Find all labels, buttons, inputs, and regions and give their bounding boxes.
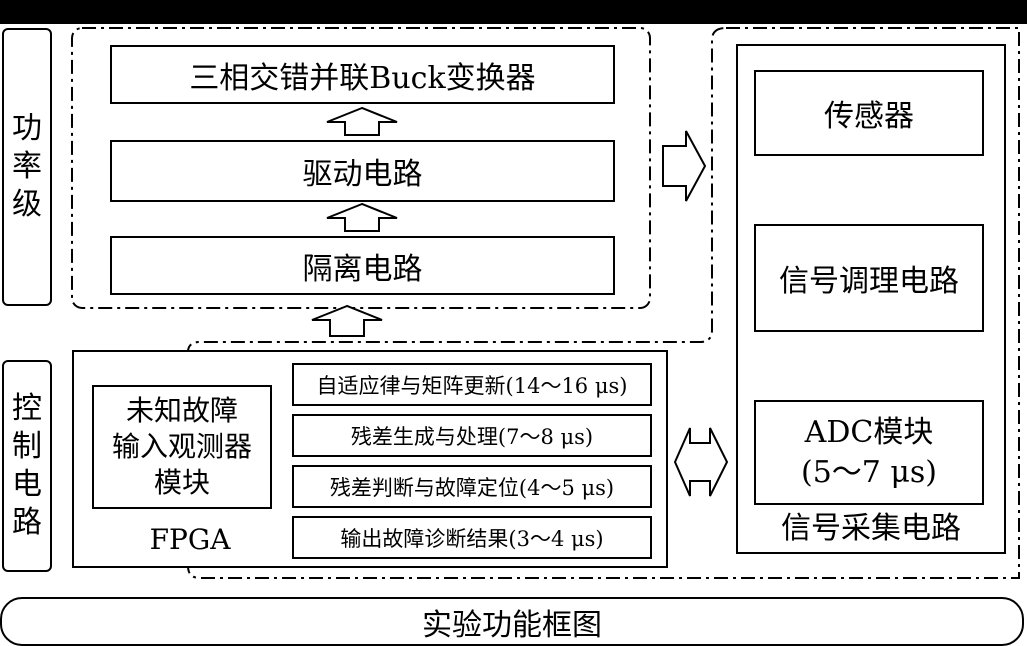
power-stage-side-label: 功 率 级 <box>2 28 52 306</box>
driver-block: 驱动电路 <box>110 140 615 202</box>
control-label-char: 控 <box>12 391 42 426</box>
power-stage-label-char: 级 <box>12 187 42 222</box>
caption-box: 实验功能框图 <box>0 597 1024 646</box>
step-residual-generation: 残差生成与处理(7～8 μs) <box>292 414 652 457</box>
isolation-label: 隔离电路 <box>302 251 423 287</box>
isolation-block: 隔离电路 <box>110 236 615 295</box>
step-residual-judgement: 残差判断与故障定位(4～5 μs) <box>292 465 652 508</box>
top-black-bar <box>0 0 1027 24</box>
step-adaptive-update: 自适应律与矩阵更新(14～16 μs) <box>292 363 652 406</box>
driver-label: 驱动电路 <box>302 157 423 192</box>
caption: 实验功能框图 <box>422 607 602 643</box>
control-label-char: 电 <box>12 467 42 502</box>
arrow-up-driver-to-converter <box>326 106 398 136</box>
adc-label: ADC模块 <box>804 414 934 450</box>
step-label: 残差生成与处理(7～8 μs) <box>350 424 594 449</box>
sensor-label: 传感器 <box>824 99 914 134</box>
sensor-block: 传感器 <box>754 70 984 156</box>
control-label-char: 路 <box>12 505 42 540</box>
step-label: 输出故障诊断结果(3～4 μs) <box>340 526 604 551</box>
power-stage-group-border <box>71 27 651 309</box>
adc-timing: (5～7 μs) <box>800 454 937 490</box>
observer-module-line: 模块 <box>153 466 210 499</box>
step-output-result: 输出故障诊断结果(3～4 μs) <box>292 516 652 559</box>
observer-module-line: 输入观测器 <box>111 430 252 463</box>
converter-label: 三相交错并联Buck变换器 <box>189 60 536 96</box>
double-arrow-control-signal <box>673 427 729 497</box>
step-label: 残差判断与故障定位(4～5 μs) <box>329 475 615 500</box>
control-label-char: 制 <box>12 429 42 464</box>
power-stage-label-char: 率 <box>12 149 42 184</box>
observer-module-line: 未知故障 <box>125 394 238 427</box>
arrow-right-power-to-signal <box>662 130 707 202</box>
fpga-label: FPGA <box>149 523 231 556</box>
step-label: 自适应律与矩阵更新(14～16 μs) <box>316 373 628 398</box>
converter-block: 三相交错并联Buck变换器 <box>110 45 615 104</box>
arrow-up-isolation-to-driver <box>326 202 398 232</box>
power-stage-label-char: 功 <box>12 111 42 146</box>
control-circuit-side-label: 控 制 电 路 <box>2 360 52 572</box>
conditioning-label: 信号调理电路 <box>779 264 959 299</box>
conditioning-block: 信号调理电路 <box>754 224 984 332</box>
adc-block: ADC模块 (5～7 μs) <box>754 400 984 505</box>
arrow-up-control-to-isolation <box>311 304 383 337</box>
observer-module-block: 未知故障 输入观测器 模块 <box>92 385 272 509</box>
signal-acquisition-label: 信号采集电路 <box>781 511 961 546</box>
